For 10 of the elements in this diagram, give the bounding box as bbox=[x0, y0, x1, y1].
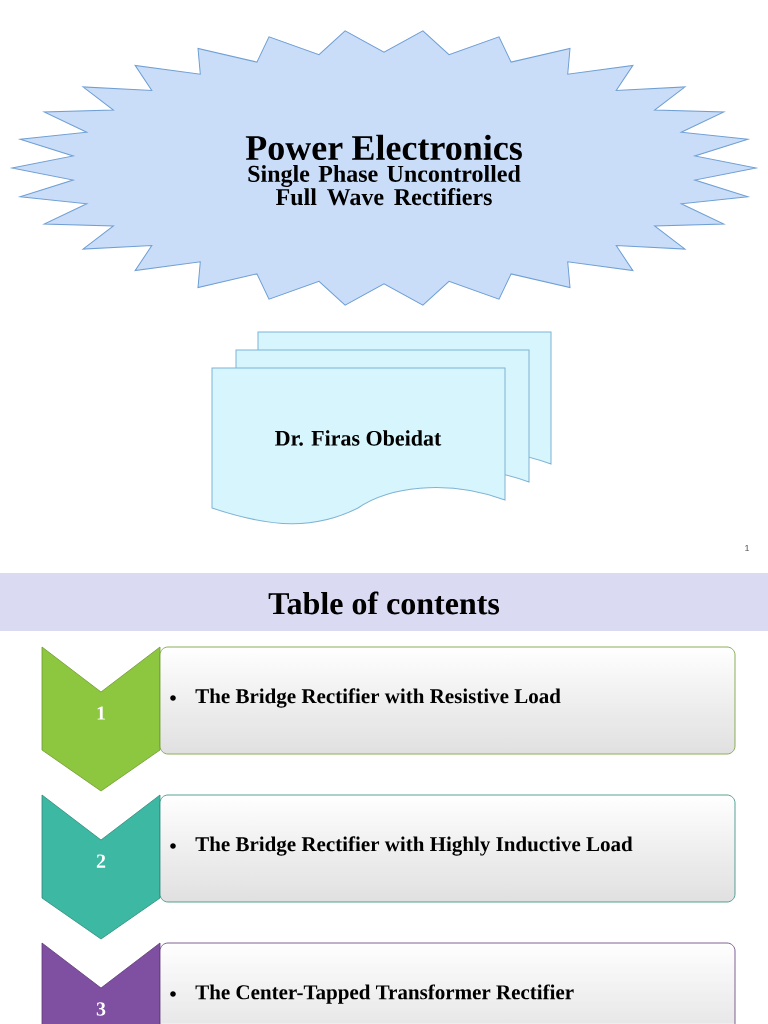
list-box: The Bridge Rectifier with Highly Inductive Load bbox=[159, 794, 736, 903]
list-box: The Bridge Rectifier with Resistive Load bbox=[159, 646, 736, 755]
starburst: Power Electronics Single Phase Uncontrolled Full Wave Rectifiers bbox=[11, 30, 757, 306]
number-tab: 1 bbox=[41, 646, 161, 792]
number-tab: 3 bbox=[41, 942, 161, 1024]
list-box: The Center-Tapped Transformer Rectifier bbox=[159, 942, 736, 1024]
heading-banner: Table of contents bbox=[0, 573, 768, 631]
document-stack: Dr. Firas Obeidat bbox=[211, 331, 552, 525]
page-number: 1 bbox=[745, 544, 750, 552]
number-tab: 2 bbox=[41, 794, 161, 940]
